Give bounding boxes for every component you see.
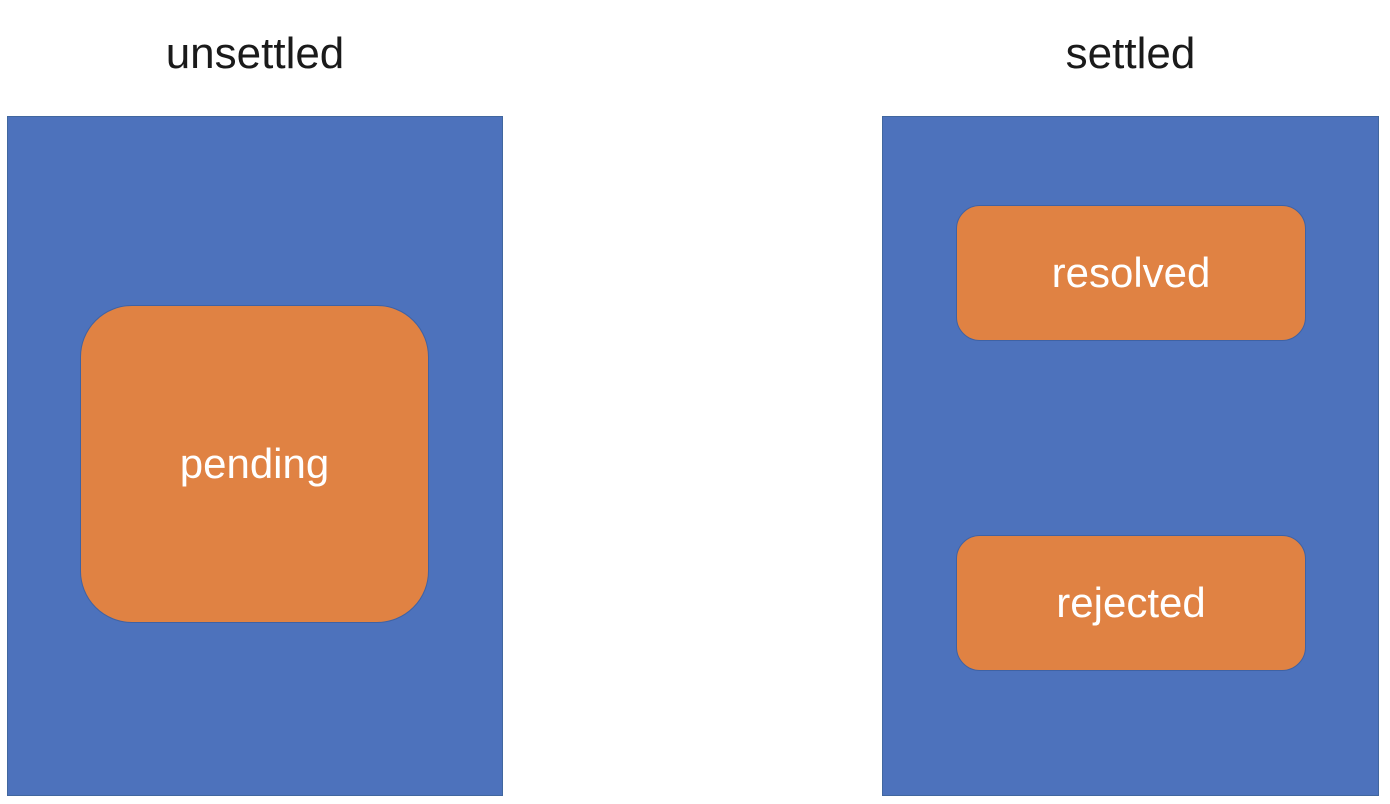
- settled-label: settled: [1065, 29, 1196, 78]
- rejected-state-label: rejected: [1056, 579, 1206, 626]
- pending-state-label: pending: [179, 440, 330, 487]
- pending-state-box: pending: [80, 305, 429, 623]
- resolved-state-label: resolved: [1051, 249, 1211, 296]
- resolved-state-box: resolved: [956, 205, 1306, 341]
- rejected-state-box: rejected: [956, 535, 1306, 671]
- unsettled-label: unsettled: [165, 29, 345, 78]
